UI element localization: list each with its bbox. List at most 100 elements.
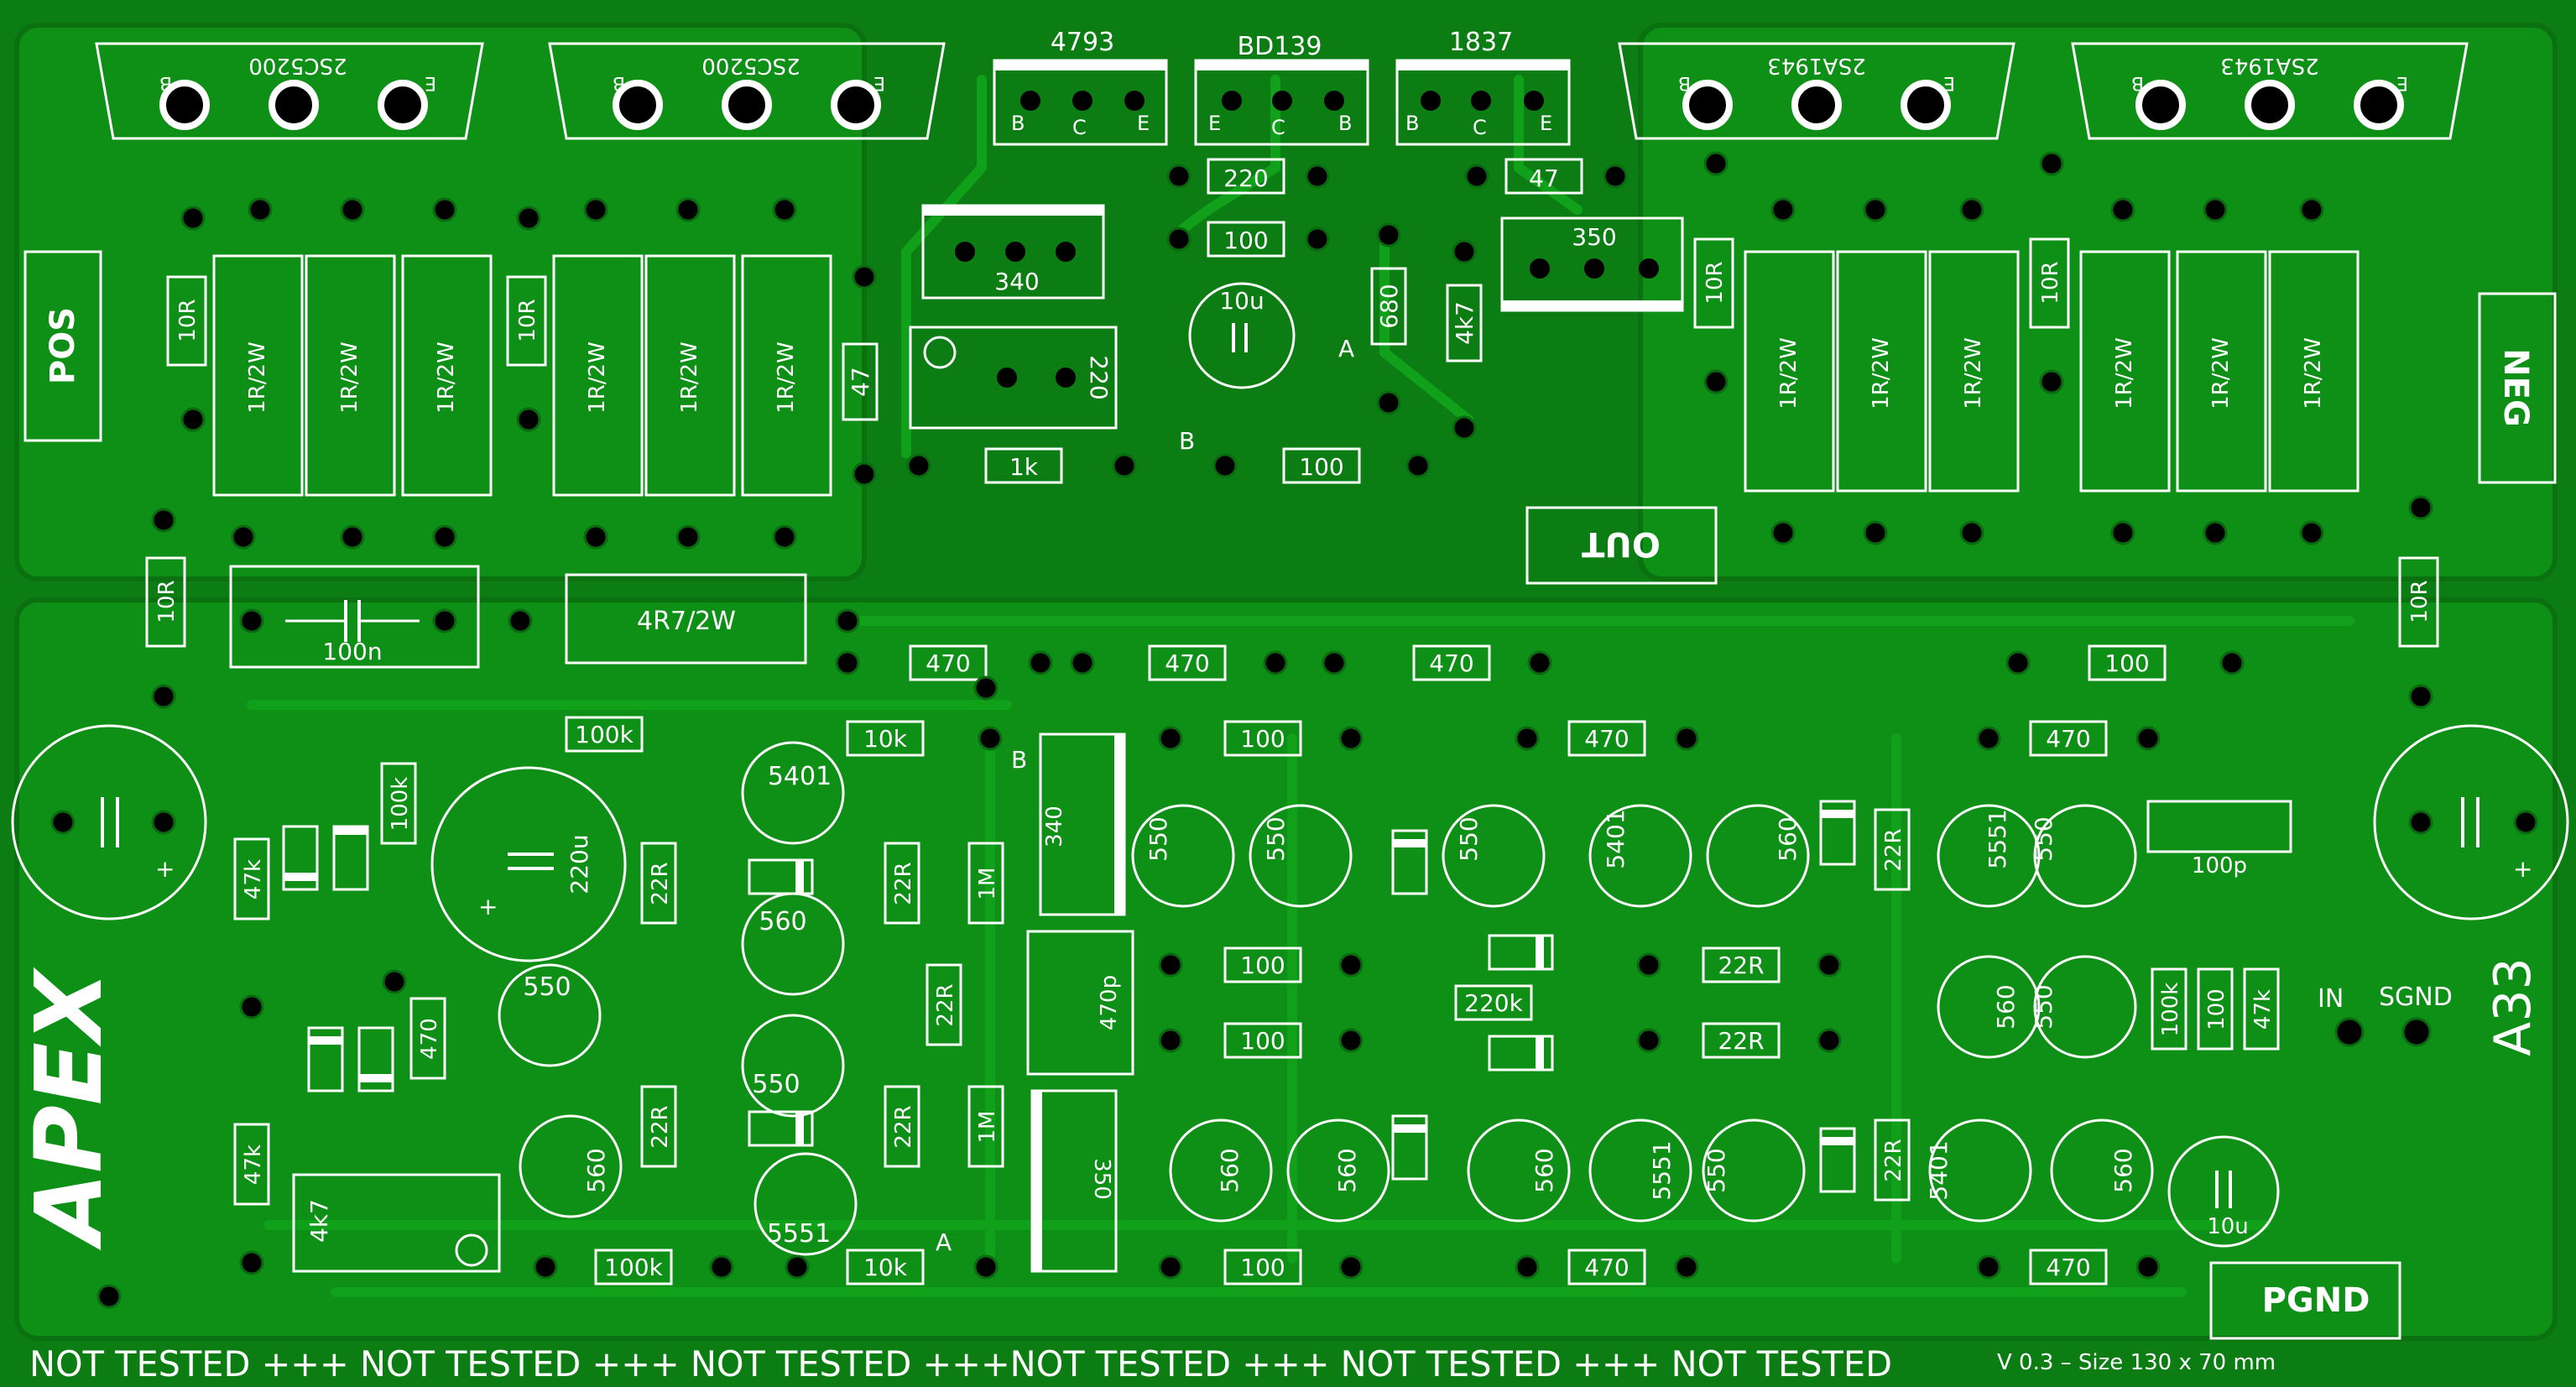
- r-470-e: 470: [2046, 725, 2090, 753]
- q-560-a: 560: [759, 907, 806, 936]
- r-100-h: 100: [1240, 1027, 1285, 1055]
- net-b-top: B: [1179, 427, 1195, 455]
- q-550-e: 550: [1455, 816, 1483, 861]
- net-a-lower: A: [936, 1228, 952, 1256]
- q-5401-a: 5401: [768, 762, 832, 791]
- driver-bd139-pin-e: E: [1208, 112, 1221, 135]
- q-550-g: 550: [2030, 984, 2057, 1029]
- t350-lower-label: 350: [1089, 1158, 1114, 1200]
- zobel-network: 100n 4R7/2W: [229, 565, 807, 669]
- power-transistor-q1: 2SC5200 B C E: [95, 42, 484, 140]
- q1-part-label: 2SC5200: [248, 53, 347, 78]
- r-4r7-label: 4R7/2W: [637, 607, 736, 636]
- trimmer-220: 220: [909, 326, 1118, 430]
- r-22r-h: 22R: [1881, 828, 1906, 871]
- t340-top-label: 340: [994, 268, 1039, 295]
- r-10r-4: 10R: [2038, 261, 2063, 304]
- filter-cap-left: +: [11, 724, 207, 920]
- r-1r2w-l5: 1R/2W: [677, 342, 702, 414]
- transistor-350-lower: 350: [1030, 1089, 1118, 1273]
- transistor-340-lower: 340: [1039, 733, 1126, 916]
- driver-4793-pin-b: B: [1011, 112, 1025, 135]
- q3-part-label: 2SA1943: [1767, 53, 1865, 78]
- trimmer-220-label: 220: [1085, 355, 1113, 399]
- r-1r2w-l4: 1R/2W: [585, 342, 610, 414]
- driver-4793-pin-c: C: [1072, 116, 1087, 139]
- emitter-resistors-right: [1744, 250, 2360, 493]
- cap-10u-top-label: 10u: [1219, 287, 1264, 315]
- r-100-i: 100: [1240, 1254, 1285, 1281]
- r-47k-a: 47k: [241, 859, 266, 899]
- driver-bd139-label: BD139: [1238, 32, 1322, 61]
- q-560-d: 560: [1992, 984, 2020, 1029]
- q1-pin-e: E: [425, 72, 436, 93]
- cap-10u-lower-label: 10u: [2207, 1214, 2249, 1239]
- r-470-b: 470: [1165, 649, 1209, 677]
- power-transistor-q3: 2SA1943 B C E: [1618, 42, 2015, 140]
- r-47k-b: 47k: [241, 1145, 266, 1185]
- driver-bd139-pin-b: B: [1338, 112, 1352, 135]
- r-100-f: 100: [1240, 725, 1285, 753]
- r-22r-e: 22R: [891, 862, 916, 905]
- r-100-e: 100: [2104, 649, 2149, 677]
- power-transistor-q2: 2SC5200 B C E: [548, 42, 946, 140]
- r-100k-b: 100k: [604, 1254, 663, 1281]
- driver-1837-label: 1837: [1449, 28, 1513, 57]
- footer-warning: NOT TESTED +++ NOT TESTED +++ NOT TESTED…: [29, 1343, 1892, 1384]
- driver-4793-label: 4793: [1051, 28, 1114, 57]
- svg-text:+: +: [2513, 855, 2532, 883]
- q2-pin-e: E: [873, 72, 885, 93]
- driver-4793-pin-e: E: [1137, 112, 1150, 135]
- r-1r2w-l2: 1R/2W: [337, 342, 362, 414]
- r-47-top-label: 47: [1529, 164, 1559, 192]
- r-10k-b: 10k: [863, 1254, 908, 1281]
- r-22r-d: 22R: [648, 1105, 673, 1148]
- bias-transistor-350: 350: [1500, 216, 1684, 312]
- cap-100p-label: 100p: [2192, 853, 2247, 879]
- r-470-f: 470: [1584, 1254, 1629, 1281]
- r-22r-i: 22R: [1881, 1139, 1906, 1181]
- cap-470p-label: 470p: [1097, 975, 1122, 1030]
- r-470-g: 470: [2046, 1254, 2090, 1281]
- bias-transistor-340: 340: [921, 204, 1105, 300]
- terminal-sgnd-label: SGND: [2379, 983, 2453, 1012]
- cap-220u: 220u +: [430, 766, 627, 962]
- r-47-side-label: 47: [847, 367, 874, 397]
- base-resistors-10r: [145, 237, 2439, 648]
- terminal-in-label: IN: [2318, 984, 2344, 1014]
- t340-lower-label: 340: [1042, 806, 1067, 847]
- q-5401-b: 5401: [1602, 809, 1630, 868]
- cap-100p: 100p: [2146, 800, 2292, 879]
- r-100-mid-label: 100: [1299, 453, 1343, 481]
- terminal-pos: POS: [23, 250, 102, 442]
- r-22r-a: 22R: [1718, 952, 1764, 979]
- r-22r-b: 22R: [1718, 1027, 1764, 1055]
- r-470-c: 470: [1429, 649, 1473, 677]
- q-5401-c: 5401: [1925, 1140, 1953, 1200]
- r-22r-g: 22R: [933, 983, 958, 1026]
- r-10r-2: 10R: [515, 299, 540, 342]
- net-b-lower: B: [1011, 746, 1027, 774]
- top-middle-resistors: [842, 158, 1583, 484]
- terminal-out: OUT: [1525, 506, 1718, 585]
- q-550-f: 550: [2030, 816, 2057, 861]
- r-1r2w-r5: 1R/2W: [2208, 337, 2234, 409]
- svg-text:+: +: [155, 855, 175, 883]
- terminal-pgnd-label: PGND: [2262, 1281, 2370, 1320]
- r-47k-c: 47k: [2250, 989, 2276, 1030]
- q2-part-label: 2SC5200: [701, 53, 800, 78]
- q-550-d: 550: [1262, 816, 1290, 861]
- r-220k: 220k: [1464, 989, 1523, 1017]
- power-transistor-q4: 2SA1943 B C E: [2071, 42, 2469, 140]
- r-100-g: 100: [1240, 952, 1285, 979]
- r-1r2w-l6: 1R/2W: [774, 342, 799, 414]
- q-550-h: 550: [1703, 1148, 1730, 1192]
- r-4k7-top-label: 4k7: [1451, 301, 1478, 345]
- lower-resistor-row: [565, 644, 2167, 1285]
- cap-470p: 470p: [1026, 930, 1134, 1076]
- terminal-pgnd: PGND: [2209, 1261, 2401, 1340]
- r-1r2w-r4: 1R/2W: [2112, 337, 2137, 409]
- driver-1837-pin-e: E: [1540, 112, 1552, 135]
- model-label: A33: [2484, 957, 2542, 1056]
- r-100k-a: 100k: [575, 721, 634, 748]
